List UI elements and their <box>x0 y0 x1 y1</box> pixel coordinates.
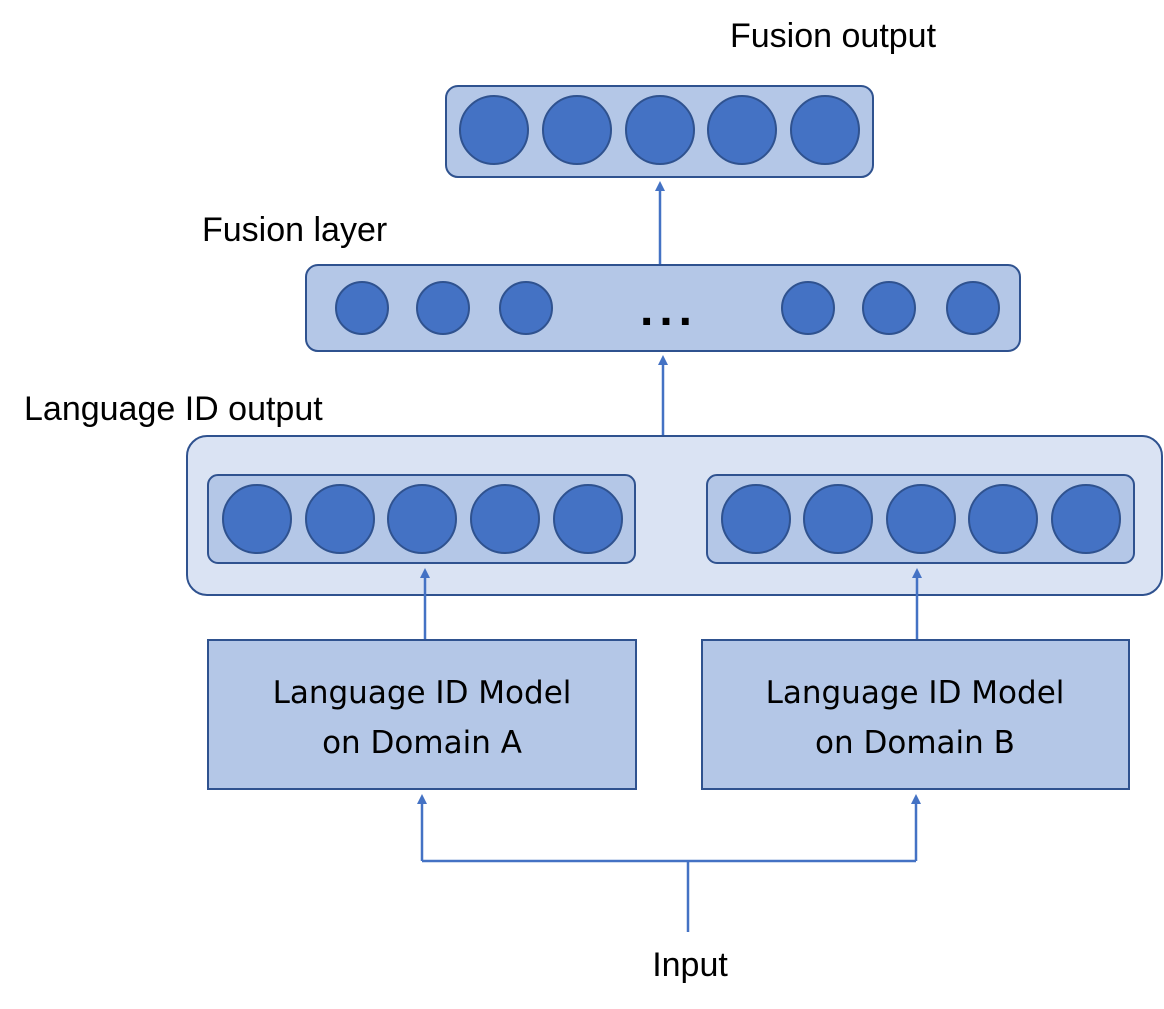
model-a-line1: Language ID Model <box>273 675 572 711</box>
input-label: Input <box>652 946 728 984</box>
fusion-layer-nodes <box>335 281 1000 335</box>
fusion-output-node-2 <box>542 95 612 165</box>
language-id-output-a-node-4 <box>470 484 540 554</box>
fusion-layer-node-5 <box>862 281 916 335</box>
fusion-layer-node-3 <box>499 281 553 335</box>
model-b-box <box>701 639 1130 790</box>
language-id-output-a-node-5 <box>553 484 623 554</box>
fusion-output-nodes <box>459 95 860 165</box>
fusion-layer-node-6 <box>946 281 1000 335</box>
fusion-layer-node-1 <box>335 281 389 335</box>
language-id-output-b-node-1 <box>721 484 791 554</box>
fusion-layer-ellipsis: ... <box>640 283 698 336</box>
language-id-output-b-node-3 <box>886 484 956 554</box>
fusion-layer-box <box>305 264 1021 352</box>
language-id-output-a-node-3 <box>387 484 457 554</box>
model-b-line2: on Domain B <box>815 725 1015 761</box>
fusion-output-node-5 <box>790 95 860 165</box>
model-a-line2: on Domain A <box>322 725 522 761</box>
language-id-output-b-node-5 <box>1051 484 1121 554</box>
input-connector <box>422 859 916 932</box>
model-a-box <box>207 639 637 790</box>
language-id-output-label: Language ID output <box>24 390 323 428</box>
fusion-layer-node-2 <box>416 281 470 335</box>
language-id-output-a-nodes <box>222 484 623 554</box>
language-id-output-a-node-1 <box>222 484 292 554</box>
fusion-layer-label: Fusion layer <box>202 211 387 249</box>
fusion-output-label: Fusion output <box>730 17 937 55</box>
model-b-line1: Language ID Model <box>766 675 1065 711</box>
language-id-output-b-node-4 <box>968 484 1038 554</box>
language-id-output-a-node-2 <box>305 484 375 554</box>
fusion-output-node-3 <box>625 95 695 165</box>
language-id-output-b-nodes <box>721 484 1121 554</box>
fusion-output-node-4 <box>707 95 777 165</box>
fusion-layer-node-4 <box>781 281 835 335</box>
fusion-output-node-1 <box>459 95 529 165</box>
language-id-output-b-node-2 <box>803 484 873 554</box>
